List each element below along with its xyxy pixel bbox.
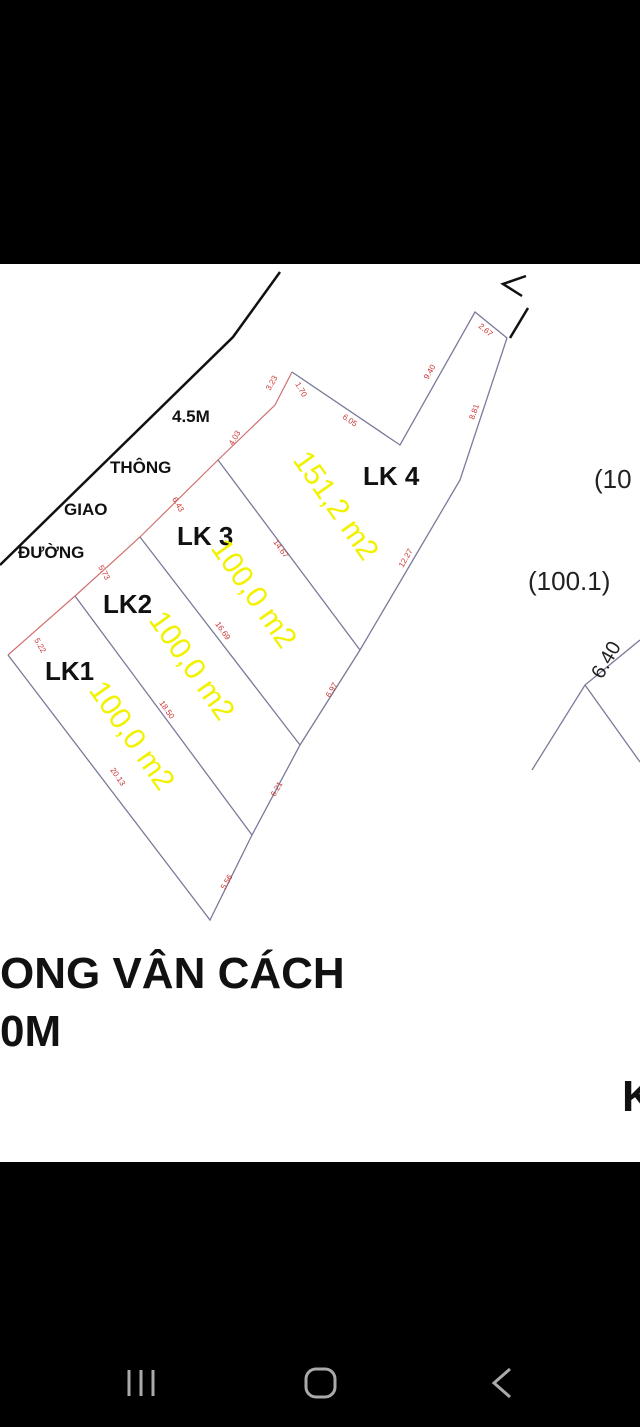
north-arrow bbox=[500, 274, 527, 298]
plot-label: LK2 bbox=[103, 589, 152, 619]
plot-diagram: 4.5M THÔNG GIAO ĐƯỜNG LK1 LK2 LK 3 LK 4 … bbox=[0, 271, 640, 922]
neighbor-dim: 6.40 bbox=[587, 638, 626, 683]
divider-lk2-lk3 bbox=[139, 536, 301, 746]
road-name: THÔNG bbox=[110, 458, 171, 477]
dim-label: 16.69 bbox=[213, 620, 232, 642]
neighbor-boundary bbox=[531, 639, 640, 771]
boundary-edge bbox=[508, 307, 530, 339]
caption-line-1: ONG VÂN CÁCH bbox=[0, 949, 345, 998]
dim-label: 9.40 bbox=[422, 363, 438, 381]
divider-lk1-lk2 bbox=[74, 595, 253, 836]
road-name: ĐƯỜNG bbox=[18, 543, 84, 562]
dim-label: 14.67 bbox=[271, 538, 290, 560]
dim-label: 6.05 bbox=[341, 412, 359, 429]
neighbor-divider bbox=[584, 684, 640, 763]
recents-icon[interactable] bbox=[127, 1370, 155, 1396]
plot-area: 100,0 m2 bbox=[142, 605, 241, 726]
back-icon[interactable] bbox=[491, 1367, 511, 1399]
home-icon[interactable] bbox=[304, 1367, 337, 1399]
dim-label: 5.73 bbox=[96, 564, 112, 582]
plot-map-image: 4.5M THÔNG GIAO ĐƯỜNG LK1 LK2 LK 3 LK 4 … bbox=[0, 264, 640, 1162]
dim-label: 6.97 bbox=[324, 681, 340, 699]
divider-lk3-lk4 bbox=[217, 459, 361, 651]
road-name: GIAO bbox=[64, 500, 107, 519]
road-width: 4.5M bbox=[172, 407, 210, 426]
front-boundary bbox=[7, 371, 293, 656]
nav-icons bbox=[127, 1367, 511, 1399]
plot-label: LK1 bbox=[45, 656, 94, 686]
plot-label: LK 4 bbox=[363, 461, 420, 491]
lk4-boundary bbox=[7, 311, 508, 922]
neighbor-label: (10 bbox=[594, 464, 632, 494]
dim-label: 5.22 bbox=[32, 637, 48, 655]
dim-label: 1.70 bbox=[293, 381, 309, 399]
dim-label: 2.67 bbox=[477, 322, 495, 339]
dim-label: 8.81 bbox=[467, 402, 481, 420]
dim-label: 6.21 bbox=[269, 780, 285, 798]
road-edge bbox=[0, 271, 282, 566]
dim-label: 20.13 bbox=[108, 766, 127, 788]
caption-partial: K bbox=[622, 1072, 640, 1121]
dim-label: 18.50 bbox=[157, 699, 176, 721]
plot-area: 100,0 m2 bbox=[82, 675, 181, 796]
dim-label: 12.27 bbox=[397, 547, 415, 569]
dim-label: 3.23 bbox=[264, 374, 280, 392]
neighbor-label: (100.1) bbox=[528, 566, 610, 596]
plot-label: LK 3 bbox=[177, 521, 233, 551]
navigation-bar bbox=[0, 1340, 640, 1427]
caption-line-2: 0M bbox=[0, 1007, 62, 1056]
